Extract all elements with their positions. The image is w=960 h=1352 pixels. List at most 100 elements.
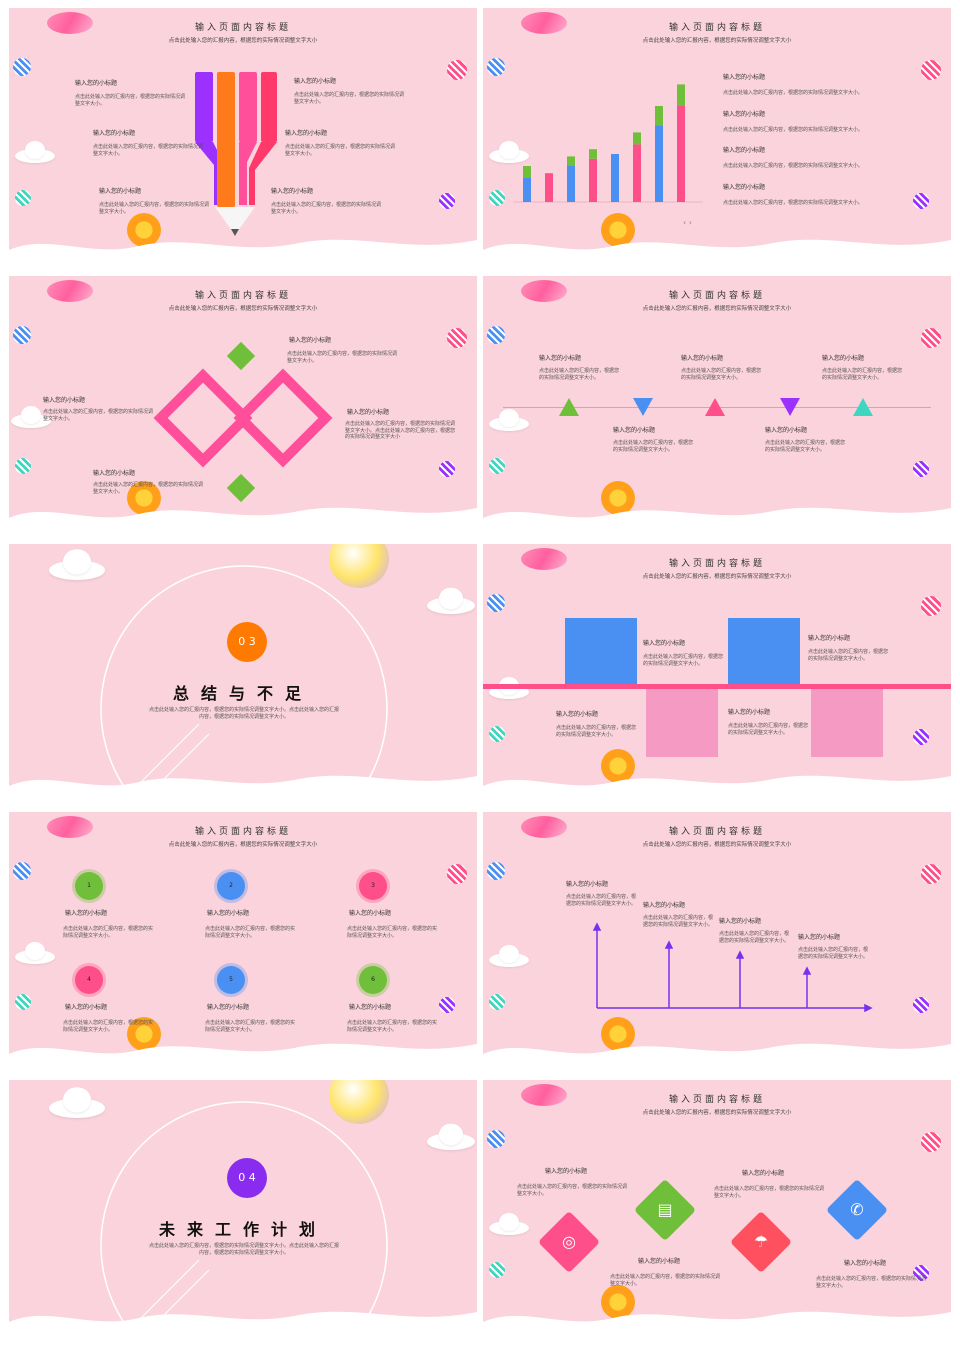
- page-subtitle: 点击此处输入您的汇报内容，根据您的实际情况调整文字大小: [642, 1110, 792, 1116]
- candy-decoration: [47, 816, 93, 838]
- item-heading: 输入您的小标题: [723, 147, 766, 154]
- candy-ball: [447, 864, 467, 884]
- slide-5: 0 3 总结与不足 点击此处输入您的汇报内容，根据您的实际情况调整文字大小。点击…: [9, 544, 477, 804]
- section-number-badge: 0 3: [227, 622, 267, 662]
- block-pink-1: [646, 689, 718, 757]
- item-text: 点击此处输入您的汇报内容，根据您的实际情况调整文字大小。: [798, 947, 869, 960]
- candy-ball: [487, 862, 505, 880]
- orange-slice: [127, 481, 161, 515]
- number-badge: 3: [359, 872, 387, 900]
- candy-ball: [489, 994, 505, 1010]
- bar-base: [655, 125, 663, 202]
- item-heading: 输入您的小标题: [349, 1004, 392, 1011]
- cloud: [427, 587, 475, 614]
- slide-2: 输入页面内容标题 点击此处输入您的汇报内容，根据您的实际情况调整文字大小 ‹ ›…: [483, 8, 951, 268]
- cloud: [15, 942, 55, 964]
- slide-4: 输入页面内容标题 点击此处输入您的汇报内容，根据您的实际情况调整文字大小 输入您…: [483, 276, 951, 536]
- candy-ball: [913, 997, 929, 1013]
- item-text: 点击此处输入您的汇报内容，根据您的实际情况调整文字大小。: [723, 200, 864, 206]
- bottom-wave: [9, 775, 477, 804]
- item-heading: 输入您的小标题: [347, 409, 390, 416]
- item-text: 点击此处输入您的汇报内容，根据您的实际情况调整文字大小。点击此处输入您的汇报内容…: [345, 421, 456, 440]
- item-text: 点击此处输入您的汇报内容，根据您的实际情况调整文字大小。: [816, 1276, 927, 1289]
- candy-ball: [15, 994, 31, 1010]
- candy-ball: [13, 58, 31, 76]
- cloud: [427, 1123, 475, 1150]
- candy-ball: [447, 60, 467, 80]
- item-heading: 输入您的小标题: [65, 1004, 108, 1011]
- bar-top: [589, 149, 597, 159]
- infinity-diagram: [153, 342, 333, 502]
- bottom-wave: [9, 239, 477, 268]
- pencil-strip-pink-bend: [239, 142, 257, 205]
- candy-ball: [489, 458, 505, 474]
- candy-decoration: [521, 816, 567, 838]
- candy-ball: [439, 997, 455, 1013]
- cloud: [489, 945, 529, 967]
- item-heading: 输入您的小标题: [75, 80, 118, 87]
- cloud: [49, 549, 105, 580]
- item-heading: 输入您的小标题: [798, 934, 841, 941]
- cloud: [11, 406, 51, 428]
- item-heading: 输入您的小标题: [613, 427, 656, 434]
- cloud: [489, 141, 529, 163]
- slide-8: 输入页面内容标题 点击此处输入您的汇报内容，根据您的实际情况调整文字大小 输入您…: [483, 812, 951, 1072]
- candy-decoration: [521, 548, 567, 570]
- bottom-wave: [9, 1311, 477, 1340]
- section-title: 未来工作计划: [158, 1220, 327, 1239]
- section-title: 总结与不足: [172, 684, 313, 703]
- item-heading: 输入您的小标题: [681, 355, 724, 362]
- bar-base: [545, 173, 553, 202]
- page-subtitle: 点击此处输入您的汇报内容，根据您的实际情况调整文字大小: [642, 574, 792, 580]
- candy-ball: [487, 594, 505, 612]
- page-subtitle: 点击此处输入您的汇报内容，根据您的实际情况调整文字大小: [168, 38, 318, 44]
- cloud: [15, 141, 55, 163]
- orange-slice: [601, 1285, 635, 1319]
- triangle-down-blue: [633, 398, 653, 416]
- item-text: 点击此处输入您的汇报内容，根据您的实际情况调整文字大小。: [93, 144, 204, 157]
- bar-base: [567, 166, 575, 202]
- triangle-up-pink: [705, 398, 725, 416]
- candy-ball: [921, 596, 941, 616]
- page-title: 输入页面内容标题: [668, 559, 765, 569]
- pager-arrows[interactable]: ‹ ›: [683, 218, 692, 227]
- item-heading: 输入您的小标题: [349, 910, 392, 917]
- item-text: 点击此处输入您的汇报内容，根据您的实际情况调整文字大小。: [643, 654, 724, 667]
- arrow-chart: [592, 922, 873, 1012]
- block-blue-2: [728, 618, 800, 684]
- item-text: 点击此处输入您的汇报内容，根据您的实际情况调整文字大小。: [556, 725, 637, 738]
- umbrella-icon: ☂: [753, 1232, 769, 1251]
- orange-slice: [601, 213, 635, 247]
- cloud: [489, 409, 529, 431]
- phone-icon: ✆: [850, 1200, 864, 1219]
- item-heading: 输入您的小标题: [289, 337, 332, 344]
- candy-decoration: [521, 1084, 567, 1106]
- section-number-badge: 0 4: [227, 1158, 267, 1198]
- slide-9: 0 4 未来工作计划 点击此处输入您的汇报内容，根据您的实际情况调整文字大小。点…: [9, 1080, 477, 1340]
- item-text: 点击此处输入您的汇报内容，根据您的实际情况调整文字大小。: [517, 1184, 628, 1197]
- item-heading: 输入您的小标题: [545, 1168, 588, 1175]
- orange-slice: [127, 213, 161, 247]
- item-text: 点击此处输入您的汇报内容，根据您的实际情况调整文字大小。: [643, 915, 714, 928]
- bar-base: [677, 106, 685, 202]
- item-heading: 输入您的小标题: [808, 635, 851, 642]
- item-heading: 输入您的小标题: [723, 184, 766, 191]
- section-number: 0 4: [238, 1171, 256, 1184]
- pencil-tip: [215, 207, 255, 235]
- candy-ball: [913, 729, 929, 745]
- item-heading: 输入您的小标题: [93, 130, 136, 137]
- candy-decoration: [47, 12, 93, 34]
- item-text: 点击此处输入您的汇报内容，根据您的实际情况调整文字大小。: [610, 1274, 721, 1287]
- target-icon: ◎: [562, 1232, 576, 1251]
- item-text: 点击此处输入您的汇报内容，根据您的实际情况调整文字大小。: [93, 482, 204, 495]
- item-heading: 输入您的小标题: [65, 910, 108, 917]
- item-heading: 输入您的小标题: [43, 397, 86, 404]
- item-heading: 输入您的小标题: [719, 918, 762, 925]
- pencil-strip-red-bend: [249, 142, 277, 205]
- item-text: 点击此处输入您的汇报内容，根据您的实际情况调整文字大小。: [287, 351, 398, 364]
- bar-chart: [513, 84, 703, 203]
- item-heading: 输入您的小标题: [99, 188, 142, 195]
- item-text: 点击此处输入您的汇报内容，根据您的实际情况调整文字大小。: [43, 409, 154, 422]
- page-title: 输入页面内容标题: [668, 23, 765, 33]
